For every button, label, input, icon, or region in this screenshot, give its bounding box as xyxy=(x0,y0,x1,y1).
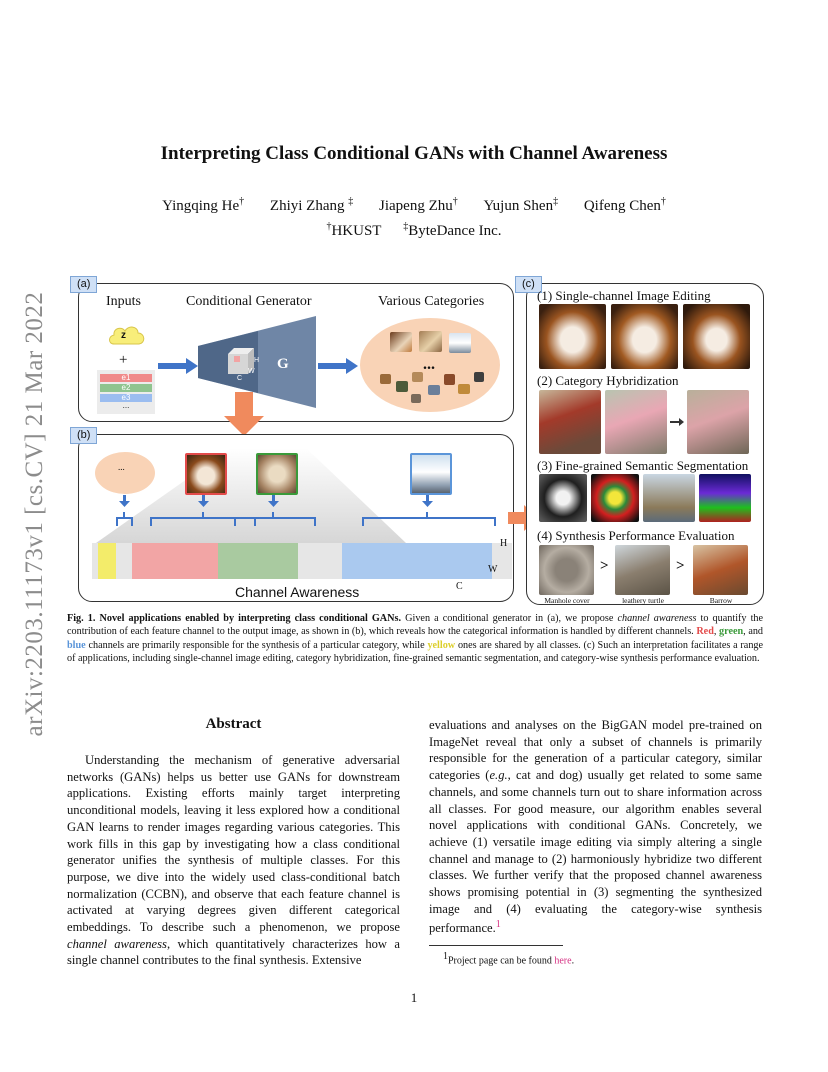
category-thumb xyxy=(428,385,440,395)
gen-dim-c: C xyxy=(237,375,243,382)
greater-than-1: > xyxy=(600,558,609,574)
caption-red: Red xyxy=(696,626,714,638)
generator-diagram xyxy=(198,316,316,408)
author: Yingqing He† xyxy=(162,196,245,214)
category-thumb xyxy=(396,381,408,392)
finch-image xyxy=(539,390,601,454)
caption-label: Fig. 1. xyxy=(67,613,96,624)
generator-label: Conditional Generator xyxy=(186,294,312,309)
plus-sign: + xyxy=(119,352,128,368)
category-thumb-dog xyxy=(390,332,412,352)
dog-channels-red xyxy=(132,543,232,579)
author: Jiapeng Zhu† xyxy=(379,196,458,214)
category-thumb xyxy=(412,372,423,382)
embedding-e1: e1 xyxy=(100,374,152,382)
abstract-heading: Abstract xyxy=(205,716,262,732)
spoonbill-image xyxy=(605,390,667,454)
bar-dim-w: W xyxy=(488,564,498,575)
cat-channels-green xyxy=(218,543,298,579)
caption-bold: Novel applications enabled by interpreti… xyxy=(99,613,402,624)
application-3-label: (3) Fine-grained Semantic Segmentation xyxy=(537,458,749,473)
edited-dog-image xyxy=(539,304,606,369)
category-thumb xyxy=(380,374,391,384)
categories-label: Various Categories xyxy=(378,294,485,309)
edited-dog-image xyxy=(611,304,678,369)
hybrid-bird-image xyxy=(687,390,749,454)
arrow-right-icon xyxy=(318,358,358,374)
footnote: 1Project page can be found here. xyxy=(443,951,575,967)
channel-awareness-label: Channel Awareness xyxy=(235,584,360,600)
gen-dim-w: W xyxy=(248,368,255,375)
page-number: 1 xyxy=(410,990,418,1005)
author: Yujun Shen‡ xyxy=(483,196,559,214)
eval-label-2: leathery turtle xyxy=(622,596,664,605)
van-channels-blue xyxy=(342,543,492,579)
channel-bar xyxy=(92,543,512,579)
generator-g-label: G xyxy=(277,356,289,372)
greater-than-2: > xyxy=(676,558,685,574)
category-thumb xyxy=(474,372,484,382)
bar-dim-c: C xyxy=(456,581,463,592)
author-list: Yingqing He† Zhiyi Zhang ‡ Jiapeng Zhu† … xyxy=(0,196,828,215)
category-thumb-cat xyxy=(419,331,442,352)
van-image xyxy=(410,453,452,495)
channel-bracket-diagram xyxy=(116,495,496,526)
latent-cloud xyxy=(109,326,145,345)
channel-spotlight xyxy=(96,448,406,543)
affiliation: ‡ByteDance Inc. xyxy=(403,221,502,239)
affiliations: †HKUST ‡ByteDance Inc. xyxy=(0,221,828,240)
shared-ellipsis: ... xyxy=(118,462,125,472)
segmentation-dog-image xyxy=(539,474,587,522)
category-thumb xyxy=(458,384,470,394)
author: Zhiyi Zhang ‡ xyxy=(269,196,354,214)
turtle-image xyxy=(615,545,670,595)
footnote-ref[interactable]: 1 xyxy=(495,919,501,931)
abstract-left-column: Understanding the mechanism of generativ… xyxy=(67,753,400,968)
manhole-cover-image xyxy=(539,545,594,595)
gen-dim-h: H xyxy=(254,357,260,364)
panel-a-tag: (a) xyxy=(70,276,98,293)
footnote-rule xyxy=(429,945,563,946)
latent-z-label: z xyxy=(121,330,126,341)
embedding-stack: e1 e2 e3 ... xyxy=(97,370,155,414)
paper-title: Interpreting Class Conditional GANs with… xyxy=(160,143,668,164)
eval-label-1: Manhole cover xyxy=(544,596,590,605)
segmentation-ship-image xyxy=(643,474,695,522)
embedding-e3: e3 xyxy=(100,394,152,402)
affiliation: †HKUST xyxy=(326,221,382,239)
abstract-right-column: evaluations and analyses on the BigGAN m… xyxy=(429,718,762,936)
caption-green: green xyxy=(719,626,744,638)
author: Qifeng Chen† xyxy=(583,196,666,214)
project-page-link[interactable]: here xyxy=(554,955,572,967)
inputs-label: Inputs xyxy=(106,294,141,309)
application-1-label: (1) Single-channel Image Editing xyxy=(537,288,711,303)
category-thumb xyxy=(444,374,455,385)
application-2-label: (2) Category Hybridization xyxy=(537,373,679,388)
eval-label-3: Barrow xyxy=(709,596,733,605)
arrow-right-icon xyxy=(158,358,198,374)
bar-dim-h: H xyxy=(500,538,508,549)
figure-caption: Fig. 1. Novel applications enabled by in… xyxy=(67,613,764,665)
shared-classes-ellipse xyxy=(95,452,155,494)
category-thumb xyxy=(411,394,421,403)
cat-image xyxy=(256,453,298,495)
segmentation-dog-map xyxy=(591,474,639,522)
panel-c-tag: (c) xyxy=(515,276,542,293)
application-4-label: (4) Synthesis Performance Evaluation xyxy=(537,528,735,543)
dog-image xyxy=(185,453,227,495)
barrow-image xyxy=(693,545,748,595)
caption-blue: blue xyxy=(67,639,86,651)
embedding-more: ... xyxy=(122,401,130,410)
panel-b-tag: (b) xyxy=(70,427,98,444)
segmentation-ship-map xyxy=(699,474,751,522)
arrow-down-icon xyxy=(224,392,264,436)
arrow-right-icon xyxy=(670,418,684,426)
arxiv-stamp: arXiv:2203.11173v1 [cs.CV] 21 Mar 2022 xyxy=(21,291,48,737)
shared-channel-yellow xyxy=(98,543,116,579)
category-ellipsis: ... xyxy=(423,356,435,373)
edited-dog-image xyxy=(683,304,750,369)
category-thumb-van xyxy=(449,333,471,353)
embedding-e2: e2 xyxy=(100,384,152,392)
caption-yellow: yellow xyxy=(427,639,456,651)
